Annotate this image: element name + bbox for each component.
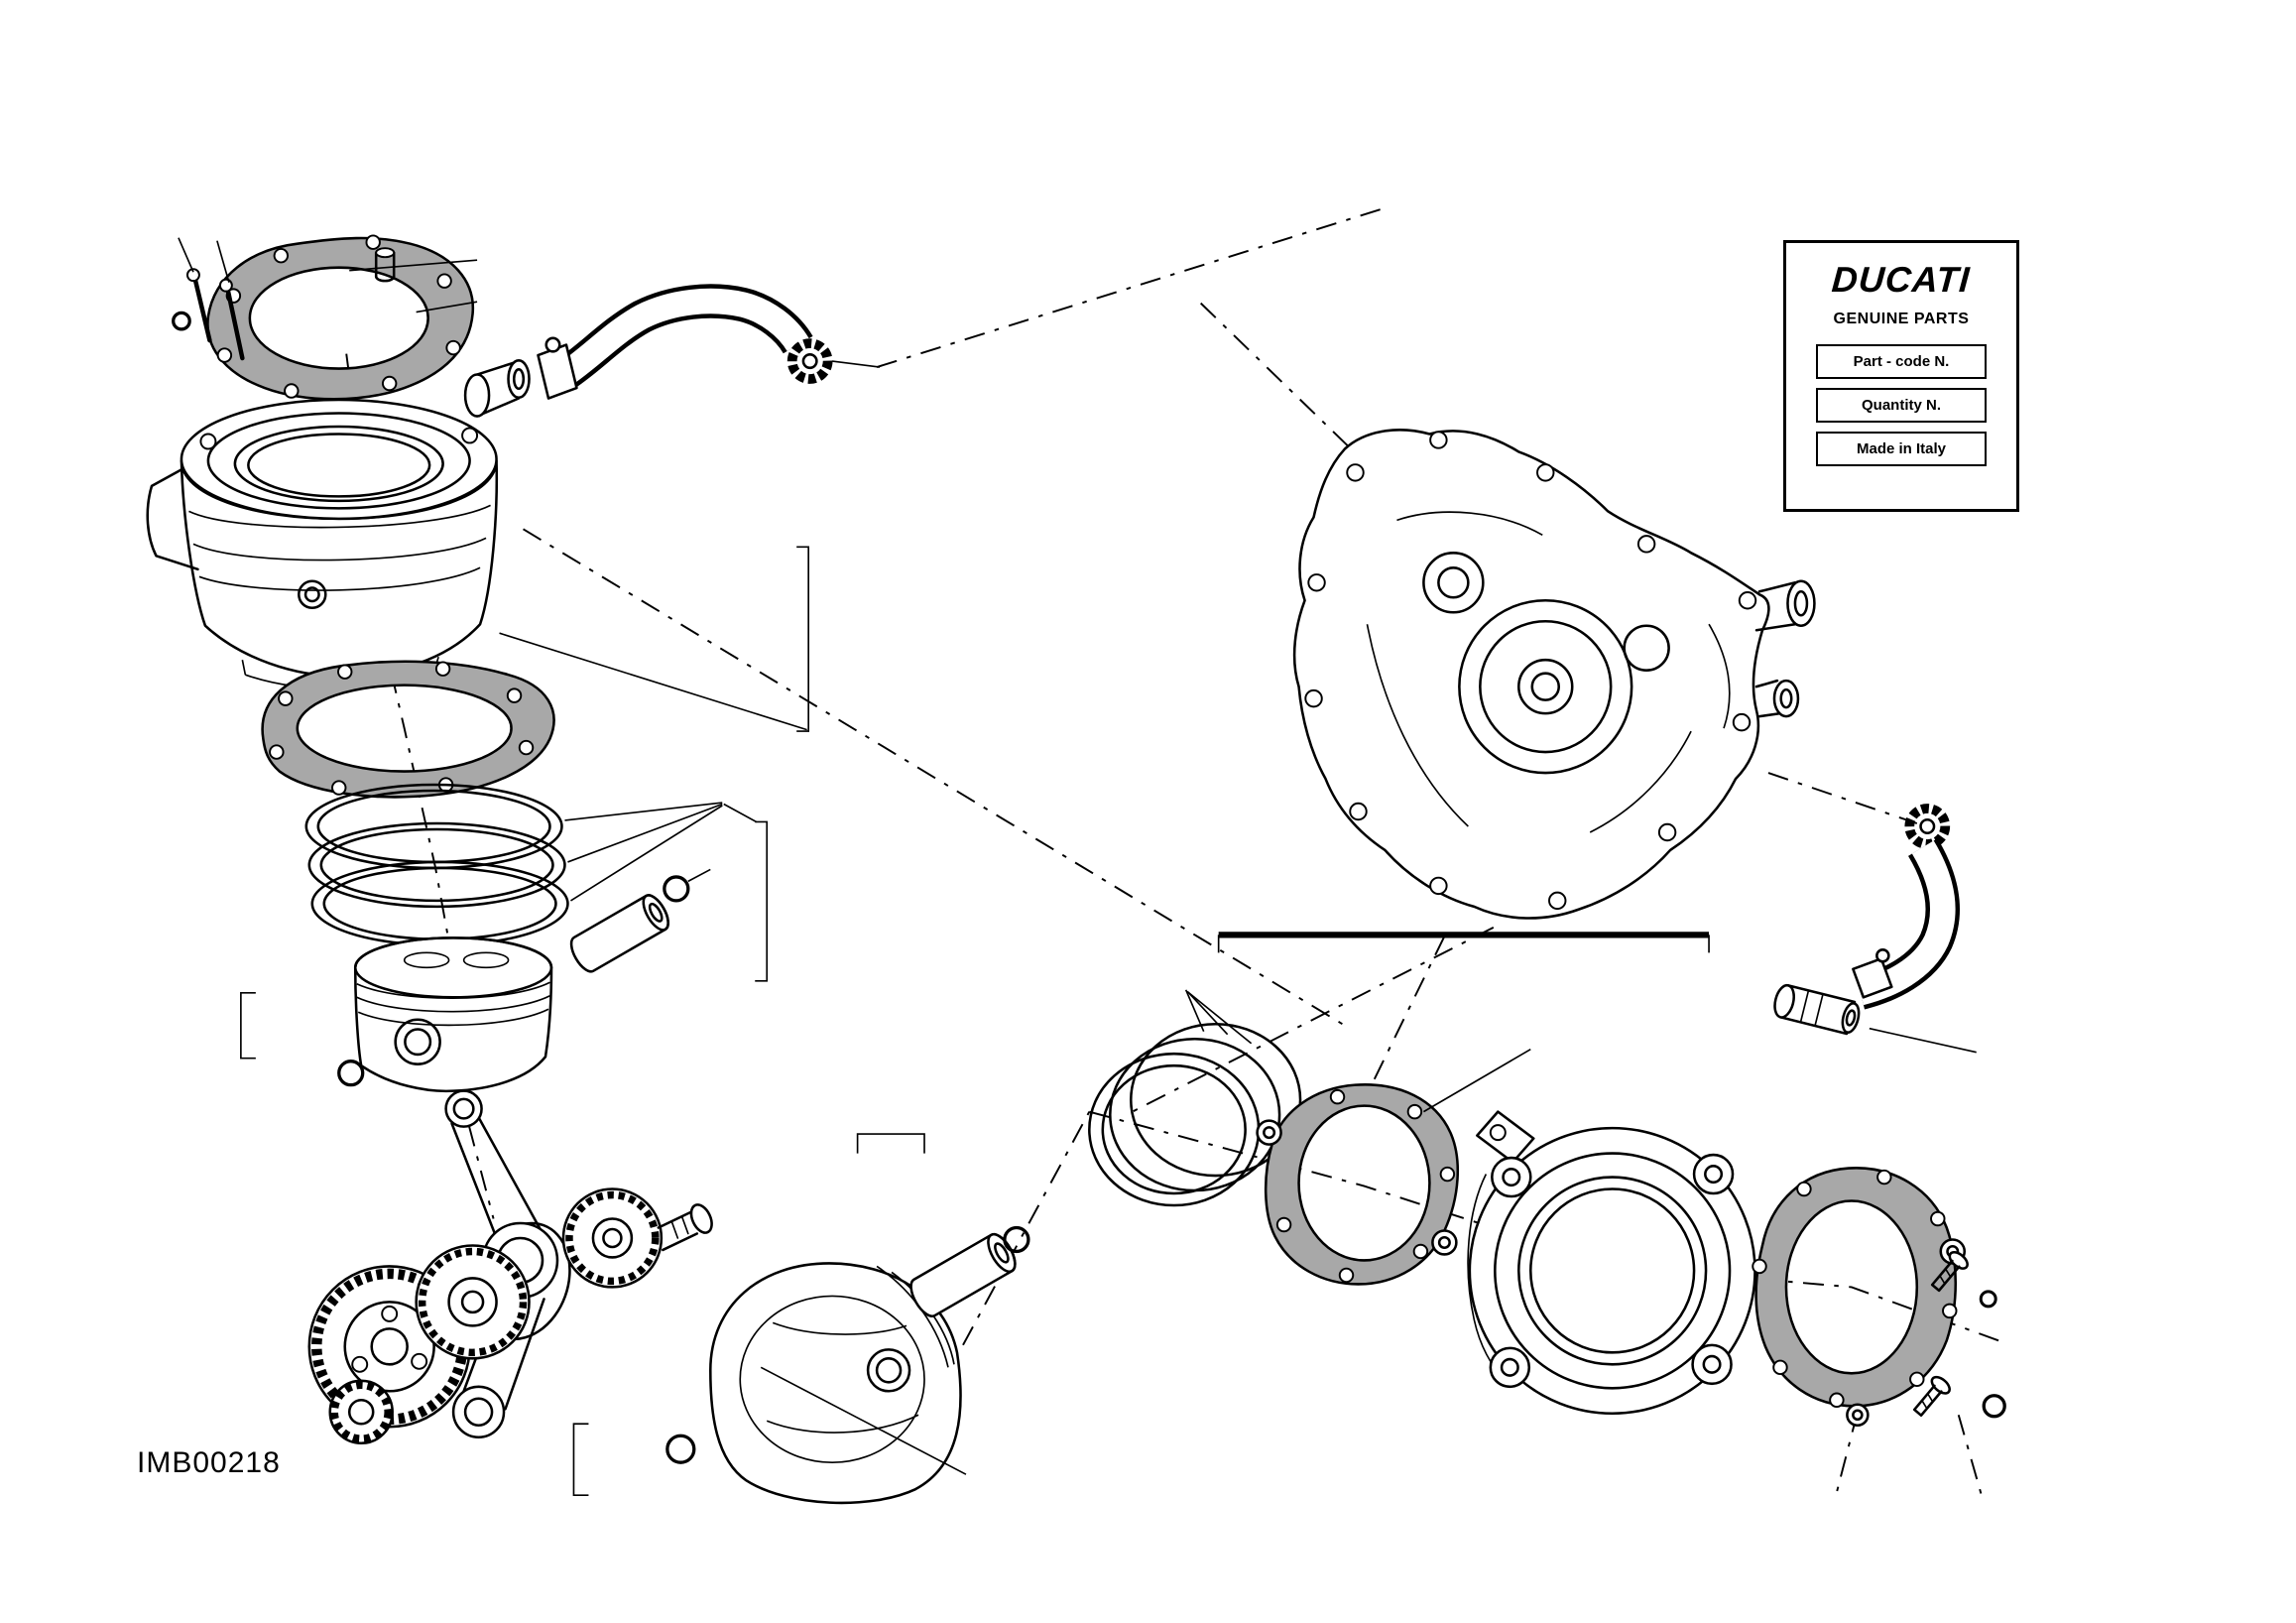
front-piston-pin	[569, 894, 669, 973]
ring-leader-lines	[564, 802, 758, 902]
circlip-leader	[687, 868, 711, 883]
front-base-gasket	[261, 660, 555, 799]
group-divider-line	[1217, 932, 1710, 953]
crankshaft-assembly	[307, 1089, 713, 1444]
quantity-field: Quantity N.	[1816, 388, 1987, 423]
small-gear	[328, 1379, 394, 1444]
oring-b	[1982, 1394, 2006, 1419]
oring-a	[1979, 1290, 1997, 1309]
locating-dowel	[374, 247, 396, 283]
rear-base-gasket	[1256, 1048, 1531, 1286]
rear-piston-pin	[909, 1232, 1017, 1317]
hose-worm-clamp	[537, 336, 578, 400]
hose-spring-clamp	[786, 338, 833, 384]
piston-callout-bracket	[240, 991, 256, 1060]
genuine-parts-subtitle: GENUINE PARTS	[1833, 311, 1970, 327]
front-cylinder	[146, 398, 499, 690]
rear-hose-union	[1773, 983, 1861, 1036]
head-fastener-screws	[185, 268, 245, 361]
front-pin-circlip-2	[337, 1060, 365, 1087]
rear-piston-leader	[760, 1366, 967, 1475]
ducati-brand-text: DUCATI	[1830, 259, 1973, 300]
water-outlet-neck	[1754, 579, 1816, 632]
cover-union	[1754, 679, 1800, 718]
crank-shaft-end	[657, 1203, 713, 1252]
front-coolant-hose	[463, 284, 881, 418]
cylinder-head-screws	[1912, 1251, 2006, 1419]
rear-pin-circlip	[1003, 1225, 1030, 1254]
head-screw-b	[1912, 1375, 1951, 1417]
rear-hose-spring-clamp	[1904, 804, 1951, 849]
made-in-italy-field: Made in Italy	[1816, 432, 1987, 466]
front-head-gasket	[206, 234, 475, 401]
small-oring	[172, 311, 191, 331]
callout-brackets	[178, 237, 809, 982]
genuine-parts-label-box: DUCATI GENUINE PARTS Part - code N. Quan…	[1783, 240, 2019, 512]
crank-gear	[561, 1187, 664, 1289]
timing-gear	[415, 1244, 531, 1360]
drawing-code: IMB00218	[137, 1446, 281, 1479]
hose-union-fitting	[463, 359, 531, 418]
clutch-side-engine-cover	[1292, 429, 1816, 920]
label-fields: Part - code N. Quantity N. Made in Italy	[1816, 344, 1987, 466]
front-pin-circlip	[663, 875, 690, 903]
front-piston	[353, 936, 553, 1093]
rear-cylinder	[1467, 1110, 1756, 1416]
rear-ring-leaders	[1184, 989, 1253, 1045]
rear-piston-bracket-top	[856, 1133, 925, 1154]
rear-head-gasket	[1752, 1167, 1967, 1428]
rear-piston-oring	[665, 1434, 696, 1464]
front-piston-rings	[304, 783, 569, 947]
rear-coolant-hose	[1773, 804, 1977, 1054]
rear-piston	[709, 1262, 962, 1505]
rear-hose-clamp	[1852, 948, 1893, 999]
part-code-field: Part - code N.	[1816, 344, 1987, 379]
head-screw-a	[1930, 1251, 1969, 1293]
rear-piston-bracket-left	[572, 1423, 589, 1496]
